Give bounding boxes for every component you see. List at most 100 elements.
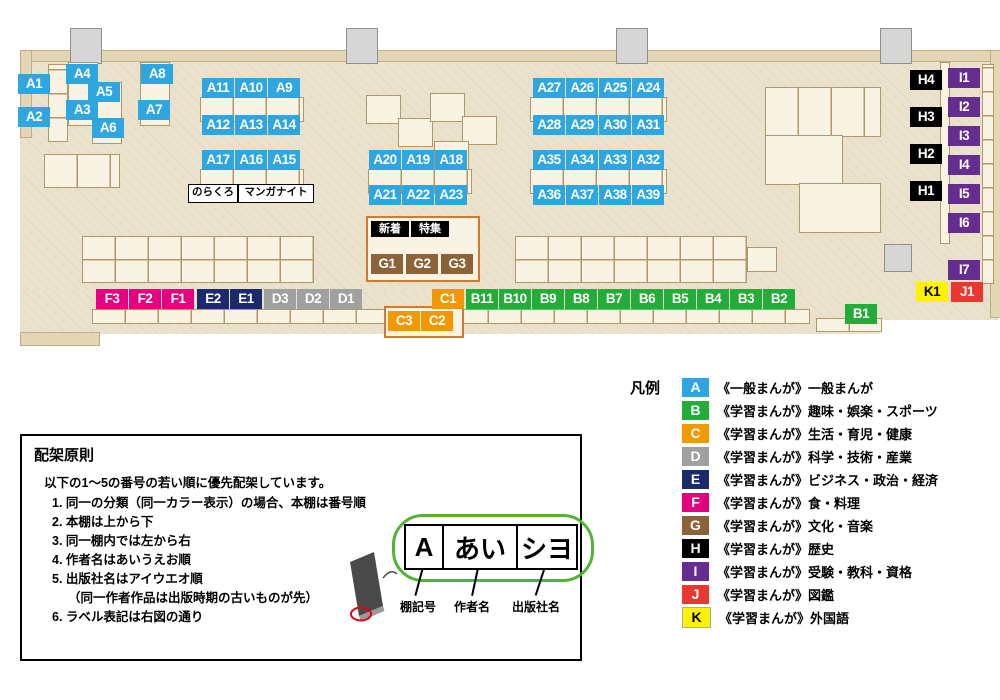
shelf-label-D3: D3 xyxy=(264,289,296,309)
shelf-label-A23: A23 xyxy=(435,185,467,205)
shelf-label-A8: A8 xyxy=(141,64,173,84)
shelf-label-A2: A2 xyxy=(18,107,50,127)
legend-color-F: F xyxy=(682,493,709,512)
shelf-label-G2: G2 xyxy=(406,254,438,274)
legend-desc: 《学習まんが》科学・技術・産業 xyxy=(717,450,913,465)
shelf-label-F3: F3 xyxy=(96,289,128,309)
legend-desc: 《一般まんが》一般まんが xyxy=(717,381,874,396)
legend-color-G: G xyxy=(682,516,709,535)
shelf-label-A32: A32 xyxy=(632,150,664,170)
shelf-label-B11: B11 xyxy=(466,289,498,309)
shelf-label-E1: E1 xyxy=(230,289,262,309)
shelf-label-A21: A21 xyxy=(369,185,401,205)
shelf-label-A29: A29 xyxy=(566,115,598,135)
legend-desc: 《学習まんが》生活・育児・健康 xyxy=(717,427,913,442)
wall-segment xyxy=(20,332,100,346)
shelf-label-A26: A26 xyxy=(566,78,598,98)
shelf-label-A37: A37 xyxy=(566,185,598,205)
legend-item-J: J《学習まんが》図鑑 xyxy=(682,583,1000,606)
legend-color-B: B xyxy=(682,401,709,420)
area-label: のらくろ xyxy=(188,184,238,203)
shelf-label-G1: G1 xyxy=(371,254,403,274)
legend-desc: 《学習まんが》ビジネス・政治・経済 xyxy=(717,473,939,488)
legend-item-E: E《学習まんが》ビジネス・政治・経済 xyxy=(682,468,1000,491)
shelf-label-E2: E2 xyxy=(197,289,229,309)
shelf-label-C3: C3 xyxy=(388,311,420,331)
shelf-label-B4: B4 xyxy=(697,289,729,309)
shelf-label-A28: A28 xyxy=(533,115,565,135)
legend-desc: 《学習まんが》文化・音楽 xyxy=(717,519,874,534)
shelf-label-A36: A36 xyxy=(533,185,565,205)
shelf-label-H4: H4 xyxy=(910,70,942,90)
shelf-label-A12: A12 xyxy=(202,115,234,135)
example-caption: 棚記号 xyxy=(400,600,437,614)
example-cell: シヨ xyxy=(520,533,573,564)
shelf-label-H2: H2 xyxy=(910,144,942,164)
book-icon-graphic xyxy=(350,552,398,622)
shelf-label-D2: D2 xyxy=(297,289,329,309)
shelf-label-B3: B3 xyxy=(730,289,762,309)
bookshelf xyxy=(530,169,667,194)
legend-color-A: A xyxy=(682,378,709,397)
pillar xyxy=(70,28,102,64)
shelf-label-I7: I7 xyxy=(948,260,980,280)
pillar xyxy=(346,28,378,64)
shelf-label-A9: A9 xyxy=(268,78,300,98)
bookshelf xyxy=(765,87,881,137)
shelf-label-A19: A19 xyxy=(402,150,434,170)
bookshelf xyxy=(48,64,68,142)
shelf-label-A31: A31 xyxy=(632,115,664,135)
wall-segment xyxy=(20,50,1000,62)
shelf-label-A15: A15 xyxy=(268,150,300,170)
shelf-label-H3: H3 xyxy=(910,107,942,127)
bookshelf xyxy=(462,116,497,145)
shelf-label-I5: I5 xyxy=(948,184,980,204)
shelf-label-B7: B7 xyxy=(598,289,630,309)
shelf-label-A25: A25 xyxy=(599,78,631,98)
principles-item: （同一作者作品は出版時期の古いものが先） xyxy=(52,591,318,605)
shelf-label-A16: A16 xyxy=(235,150,267,170)
shelf-label-I6: I6 xyxy=(948,213,980,233)
example-caption: 作者名 xyxy=(454,600,491,614)
legend-color-C: C xyxy=(682,424,709,443)
area-label: マンガナイト xyxy=(238,184,314,203)
shelf-label-A39: A39 xyxy=(632,185,664,205)
bookshelf xyxy=(44,154,120,188)
legend-desc: 《学習まんが》図鑑 xyxy=(717,588,835,603)
shelf-label-D1: D1 xyxy=(330,289,362,309)
principles-item: 4. 作者名はあいうえお順 xyxy=(52,553,191,567)
shelf-label-J1: J1 xyxy=(951,282,983,302)
legend-item-F: F《学習まんが》食・料理 xyxy=(682,491,1000,514)
legend-color-H: H xyxy=(682,539,709,558)
shelf-label-A35: A35 xyxy=(533,150,565,170)
shelf-label-I3: I3 xyxy=(948,126,980,146)
shelf-label-I4: I4 xyxy=(948,155,980,175)
bookshelf xyxy=(82,236,314,283)
principles-item: 5. 出版社名はアイウエオ順 xyxy=(52,572,203,586)
shelf-label-H1: H1 xyxy=(910,181,942,201)
label-highlight-oval xyxy=(392,514,594,582)
shelf-label-A13: A13 xyxy=(235,115,267,135)
pillar xyxy=(616,28,648,64)
shelf-label-B1: B1 xyxy=(845,304,877,324)
shelf-label-B10: B10 xyxy=(499,289,531,309)
legend-item-G: G 《学習まんが》文化・音楽 xyxy=(682,514,1000,537)
shelf-label-A1: A1 xyxy=(18,74,50,94)
legend-item-K: K《学習まんが》外国語 xyxy=(682,606,1000,629)
shelf-label-A22: A22 xyxy=(402,185,434,205)
example-cell: A xyxy=(406,526,444,568)
legend-desc: 《学習まんが》歴史 xyxy=(717,542,835,557)
bookshelf xyxy=(799,183,881,233)
pillar xyxy=(880,28,912,64)
pillar xyxy=(884,244,912,272)
shelf-label-A10: A10 xyxy=(235,78,267,98)
bookshelf xyxy=(398,118,433,147)
principles-item: 2. 本棚は上から下 xyxy=(52,515,154,529)
bookshelf xyxy=(366,95,401,124)
legend-desc: 《学習まんが》趣味・娯楽・スポーツ xyxy=(717,404,938,419)
legend-item-C: C 《学習まんが》生活・育児・健康 xyxy=(682,422,1000,445)
legend-desc: 《学習まんが》受験・教科・資格 xyxy=(717,565,913,580)
